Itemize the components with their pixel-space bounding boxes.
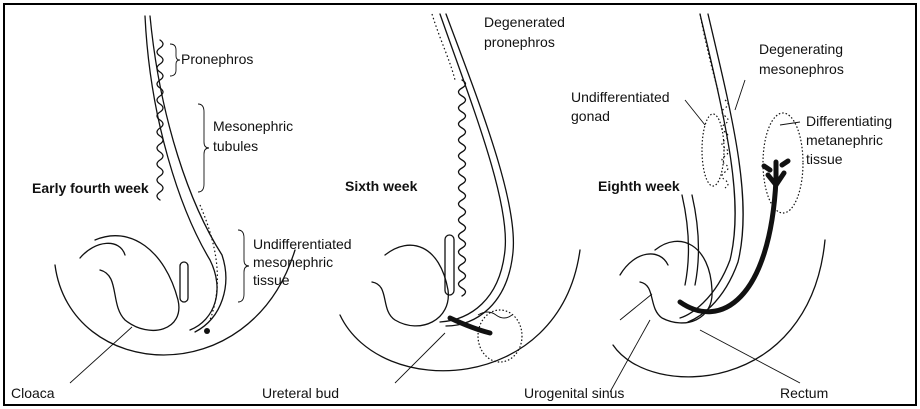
metanephric-blastema-2	[478, 310, 522, 362]
title-early-fourth-week: Early fourth week	[32, 180, 149, 196]
label-degenerating-2: mesonephros	[759, 61, 844, 77]
label-degenerated-2: pronephros	[484, 34, 555, 50]
panel-early-fourth-week: Pronephros Mesonephric tubules Early fou…	[11, 16, 352, 401]
cloaca-1	[95, 236, 179, 331]
panel-eighth-week: Degenerating mesonephros Undifferentiate…	[524, 14, 892, 401]
label-ureteral-bud: Ureteral bud	[262, 385, 339, 401]
label-rectum: Rectum	[780, 385, 828, 401]
mesonephric-tubules-2	[459, 80, 466, 296]
cloaca-fold-1	[80, 243, 125, 258]
label-gonad-1: Undifferentiated	[571, 89, 670, 105]
label-pronephros: Pronephros	[181, 51, 253, 67]
label-mesonephric-tubules-1: Mesonephric	[213, 118, 293, 134]
tail-3a	[682, 195, 688, 285]
label-undiff-3: tissue	[253, 272, 290, 288]
label-meta-3: tissue	[806, 151, 843, 167]
label-mesonephric-tubules-2: tubules	[213, 138, 258, 154]
gonad	[702, 114, 724, 186]
undiff-tissue-dots-1	[200, 205, 217, 320]
label-degenerated-1: Degenerated	[484, 14, 565, 30]
cloaca-fold-3	[620, 254, 668, 275]
label-meta-1: Differentiating	[806, 113, 892, 129]
label-undiff-2: mesonephric	[253, 254, 333, 270]
tail-3b	[692, 195, 698, 285]
panel-sixth-week: Degenerated pronephros Sixth week Ureter…	[262, 14, 580, 401]
tail-2	[445, 235, 454, 295]
label-degenerating-1: Degenerating	[759, 41, 843, 57]
title-eighth-week: Eighth week	[598, 178, 680, 194]
label-undiff-1: Undifferentiated	[253, 236, 352, 252]
ureter-3	[680, 180, 776, 312]
label-urogenital-sinus: Urogenital sinus	[524, 385, 624, 401]
calyces-3	[764, 161, 788, 185]
duct-end-1	[204, 328, 210, 334]
tail-1	[180, 262, 188, 302]
nephric-duct-2	[440, 14, 505, 322]
title-sixth-week: Sixth week	[345, 178, 418, 194]
cloaca-2	[372, 245, 448, 326]
label-gonad-2: gonad	[571, 108, 610, 124]
label-cloaca: Cloaca	[11, 385, 55, 401]
degenerating-tubules	[722, 100, 728, 188]
embryo-outline-2	[340, 250, 580, 371]
label-meta-2: metanephric	[806, 132, 883, 148]
